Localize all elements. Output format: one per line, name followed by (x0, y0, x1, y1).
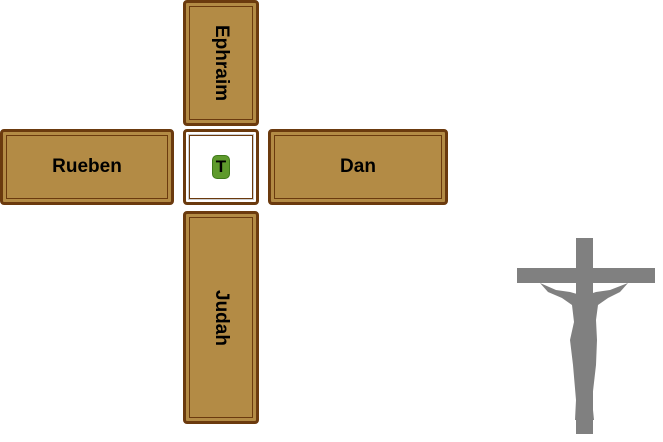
tile-judah[interactable]: Judah (183, 211, 259, 424)
tile-ephraim[interactable]: Ephraim (183, 0, 259, 126)
center-badge: T (211, 155, 231, 179)
tile-label: Rueben (52, 156, 122, 177)
tile-label: Ephraim (211, 24, 232, 102)
tile-label: Judah (211, 289, 232, 346)
tile-dan[interactable]: Dan (268, 129, 448, 205)
tile-label: Dan (340, 156, 376, 177)
tile-rueben[interactable]: Rueben (0, 129, 174, 205)
tile-center[interactable]: T (183, 129, 259, 205)
